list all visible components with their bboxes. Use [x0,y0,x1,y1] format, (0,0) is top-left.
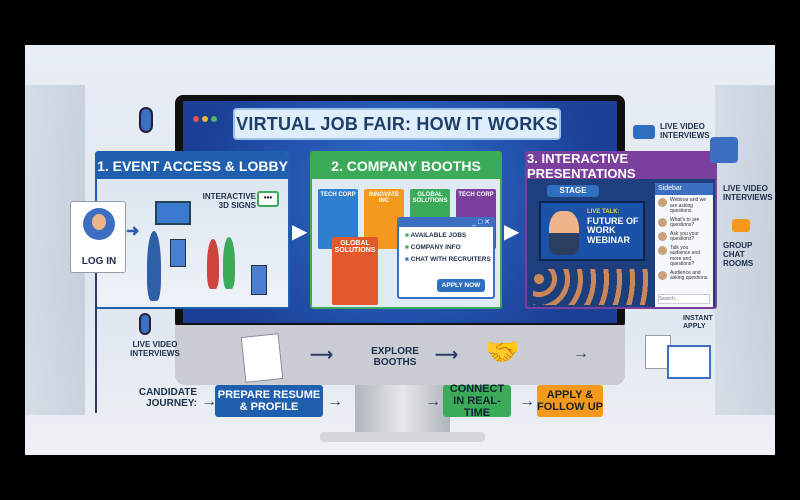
journey-label: CANDIDATE JOURNEY: [138,387,197,409]
message-text: Webinar and we are asking questions. [670,197,707,214]
person-figure [223,237,235,289]
speaker-figure [549,211,579,255]
arrow-icon: → [573,345,589,362]
arrow-icon: → [425,393,441,410]
panel-heading: 1. EVENT ACCESS & LOBBY [97,153,288,179]
panel-heading: 3. INTERACTIVE PRESENTATIONS [527,153,715,181]
person-figure [207,239,219,289]
instant-apply-label: INSTANT APPLY [683,315,713,330]
popup-item-chat[interactable]: ■ CHAT WITH RECRUITERS [405,256,491,264]
arrow-icon: → [327,393,343,410]
next-arrow-icon: ▶ [292,221,308,243]
chat-message: Ask you your questions? [658,230,710,243]
window-controls[interactable]: _ □ ✕ [399,219,493,227]
journey-connector [95,273,97,413]
arrow-icon: ⟶ [310,347,333,364]
group-chat-icon [732,219,750,232]
lobby-scene: INTERACTIVE 3D SIGNS ••• [97,179,288,307]
booth-popup: _ □ ✕ ■ AVAILABLE JOBS ■ COMPANY INFO ■ … [397,217,495,299]
journey-step-connect[interactable]: CONNECT IN REAL-TIME [443,383,511,419]
chat-sidebar: Sidebar Webinar and we are asking questi… [655,183,713,307]
panel-presentations: 3. INTERACTIVE PRESENTATIONS STAGE LIVE … [525,151,717,309]
arrow-icon: → [201,393,217,410]
item-label: COMPANY INFO [410,244,461,252]
microphone-icon [139,107,153,133]
popup-item-company[interactable]: ■ COMPANY INFO [405,244,461,252]
stage-screen: LIVE TALK: FUTURE OF WORK WEBINAR [539,201,645,261]
resume-icon [240,333,284,383]
movie-camera-icon [710,137,738,163]
arrow-icon: ⟶ [435,347,458,364]
microphone-icon [139,313,151,335]
panel-event-access: 1. EVENT ACCESS & LOBBY INTERACTIVE 3D S… [95,151,290,309]
person-figure [147,231,161,301]
audience [533,269,651,305]
login-label: LOG IN [81,256,117,267]
stage-label: STAGE [547,185,599,197]
message-text: Ask you your questions? [670,230,699,242]
kiosk-sign [170,239,186,267]
chat-message: Webinar and we are asking questions. [658,197,710,215]
login-card[interactable]: LOG IN [70,201,126,273]
item-label: CHAT WITH RECRUITERS [410,256,491,264]
analytics-chart-icon [667,345,711,379]
arrow-icon: → [519,393,535,410]
live-video-label: LIVE VIDEO INTERVIEWS [130,340,180,358]
page-title: VIRTUAL JOB FAIR: HOW IT WORKS [233,108,561,140]
infographic: VIRTUAL JOB FAIR: HOW IT WORKS 1. EVENT … [25,45,775,455]
popup-item-jobs[interactable]: ■ AVAILABLE JOBS [405,232,467,239]
booth[interactable]: GLOBAL SOLUTIONS [332,237,378,305]
video-camera-icon [633,125,655,139]
chat-bubble-icon: ••• [257,191,279,207]
live-video-label: LIVE VIDEO INTERVIEWS [723,184,773,202]
window-dots [193,109,220,127]
live-video-label: LIVE VIDEO INTERVIEWS [660,122,710,140]
journey-step-apply[interactable]: APPLY & FOLLOW UP [537,385,603,417]
monitor-stand [355,385,450,435]
signs-label: INTERACTIVE 3D SIGNS [202,192,256,210]
sidebar-title: Sidebar [655,183,713,195]
kiosk-sign [251,265,267,295]
next-arrow-icon: ▶ [504,221,520,243]
apply-now-button[interactable]: APPLY NOW [437,279,485,292]
chat-message: What's to are questions? [658,216,710,229]
journey-step-prepare[interactable]: PREPARE RESUME & PROFILE [215,385,323,417]
live-talk-label: LIVE TALK: [587,209,620,215]
screen-sign [155,201,191,225]
journey-step-explore: EXPLORE BOOTHS [371,346,419,368]
monitor-base [320,432,485,442]
webinar-title: FUTURE OF WORK WEBINAR [587,216,639,245]
document-chart-icon [645,335,671,369]
panel-heading: 2. COMPANY BOOTHS [312,153,500,179]
handshake-icon: 🤝 [485,336,520,367]
group-chat-label: GROUP CHAT ROOMS [723,241,754,268]
sidebar-search-input[interactable] [658,294,710,304]
chat-message: Audience and asking questions. [658,269,710,282]
message-text: Talk you audience and more and questions… [670,244,701,267]
message-text: Audience and asking questions. [670,269,709,281]
item-label: AVAILABLE JOBS [410,232,467,239]
arrow-icon: ➜ [126,223,140,240]
chat-message: Talk you audience and more and questions… [658,244,710,268]
message-text: What's to are questions? [670,216,700,228]
user-avatar-icon [83,208,115,240]
